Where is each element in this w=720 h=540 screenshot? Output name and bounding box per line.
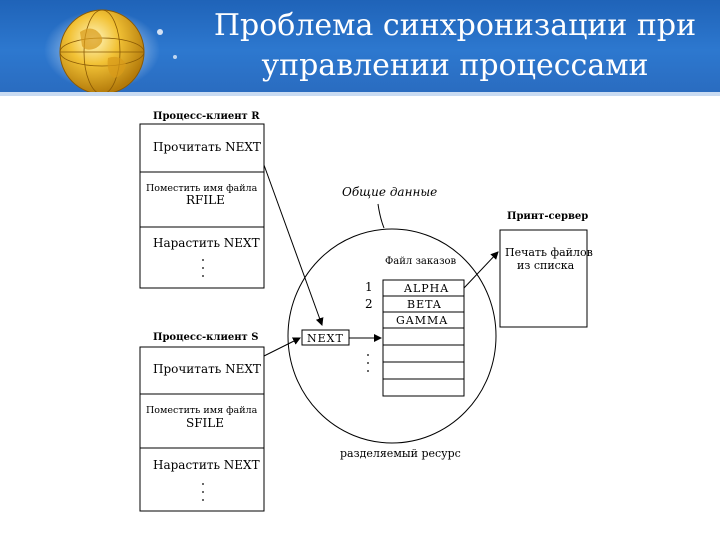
client-s-header: Процесс-клиент S (153, 332, 258, 343)
shared-data-pointer (377, 203, 385, 229)
orders-index: 1 (365, 280, 373, 294)
client-r-ellipsis (202, 259, 204, 277)
orders-file-table (382, 279, 465, 397)
client-s-put-value: SFILE (186, 416, 224, 430)
print-server-line2: из списка (517, 259, 575, 272)
next-label: NEXT (307, 332, 344, 345)
client-s-put-label: Поместить имя файла (146, 405, 258, 416)
client-r-header: Процесс-клиент R (153, 111, 260, 122)
orders-row: BETA (407, 298, 442, 311)
orders-row: ALPHA (403, 282, 449, 295)
file-to-server-arrow (463, 251, 499, 289)
synchronization-diagram: Процесс-клиент R Прочитать NEXT Поместит… (139, 111, 593, 512)
orders-index: 2 (365, 297, 373, 311)
client-s-arrow (263, 337, 301, 357)
shared-data-label: Общие данные (342, 185, 437, 199)
slide-title: Проблема синхронизации при управлении пр… (205, 6, 705, 86)
orders-file-header: Файл заказов (385, 256, 457, 267)
shared-resource-ellipse (287, 228, 497, 444)
title-line-1: Проблема синхронизации при (213, 8, 697, 43)
print-server-header: Принт-сервер (507, 211, 588, 222)
client-s-ellipsis (202, 483, 204, 501)
orders-ellipsis (367, 354, 369, 372)
client-r-increment: Нарастить NEXT (153, 236, 260, 250)
client-r-put-value: RFILE (186, 193, 225, 207)
client-s-increment: Нарастить NEXT (153, 458, 260, 472)
client-r-read: Прочитать NEXT (153, 140, 261, 154)
resource-label: разделяемый ресурс (340, 447, 461, 460)
client-r-arrow (263, 164, 324, 326)
client-s-box (139, 346, 265, 512)
globe-icon (40, 2, 200, 95)
header-divider (0, 92, 720, 96)
client-s-read: Прочитать NEXT (153, 362, 261, 376)
orders-file-rules (383, 295, 464, 380)
orders-row: GAMMA (396, 314, 448, 327)
client-r-box (139, 123, 265, 289)
client-r-put-label: Поместить имя файла (146, 183, 258, 194)
print-server-line1: Печать файлов (505, 246, 593, 259)
print-server-box (499, 229, 588, 328)
title-line-2: управлении процессами (261, 48, 649, 83)
